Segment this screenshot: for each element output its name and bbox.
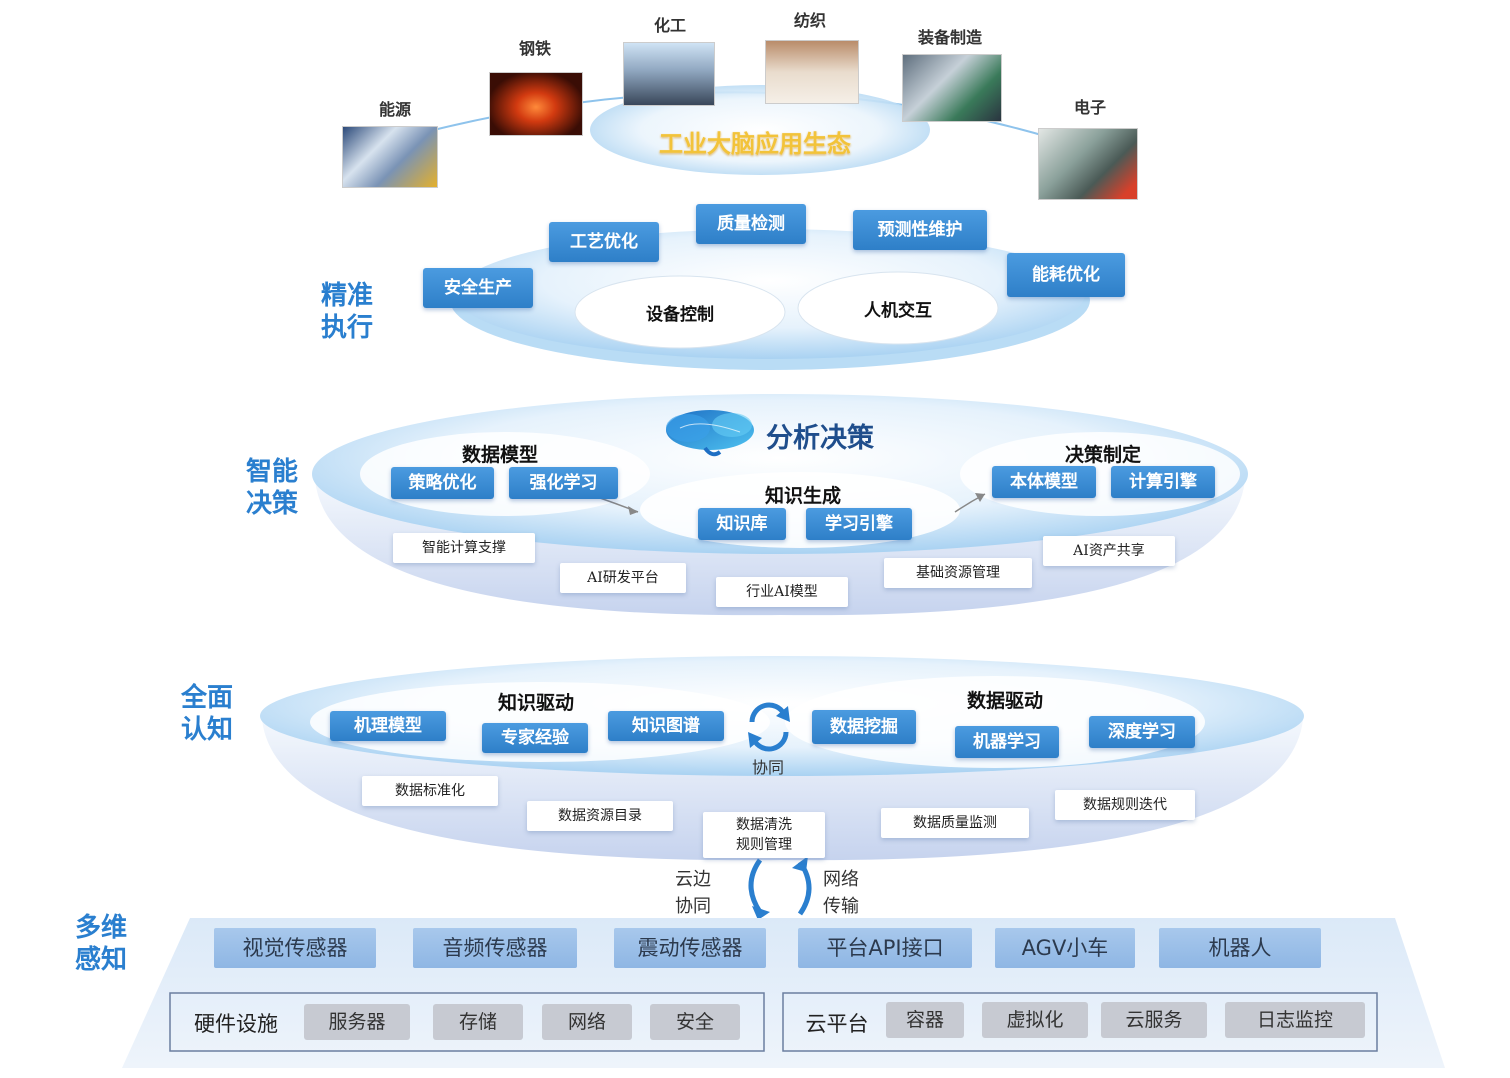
cloud-service: 云服务 xyxy=(1101,1002,1207,1038)
cognition-layer-title: 全面 认知 xyxy=(180,683,233,745)
base-data-rule-iteration: 数据规则迭代 xyxy=(1055,790,1195,820)
base-data-quality-monitoring: 数据质量监测 xyxy=(881,808,1029,838)
data-driven-title: 数据驱动 xyxy=(966,690,1043,712)
base-data-standardization: 数据标准化 xyxy=(362,776,498,806)
base-ai-dev-platform: AI研发平台 xyxy=(560,563,686,593)
perception-layer-title: 多维 感知 xyxy=(74,913,127,975)
ecosystem-title: 工业大脑应用生态 xyxy=(659,130,851,158)
chip-data-mining: 数据挖掘 xyxy=(812,710,916,744)
chip-mechanism-model: 机理模型 xyxy=(330,711,446,741)
sensor-agv: AGV小车 xyxy=(995,928,1135,968)
industry-photo-electronics xyxy=(1038,128,1138,200)
chip-learning-engine: 学习引擎 xyxy=(806,508,912,540)
decision-layer-title: 智能 决策 xyxy=(245,457,298,519)
industry-photo-chemical xyxy=(623,42,715,106)
chip-predictive-maintenance: 预测性维护 xyxy=(853,210,987,250)
cloud-log-monitoring: 日志监控 xyxy=(1225,1002,1365,1038)
base-resource-management: 基础资源管理 xyxy=(884,558,1032,588)
industry-label-chemical: 化工 xyxy=(653,16,686,35)
analysis-decision-title: 分析决策 xyxy=(766,423,874,454)
chip-compute-engine: 计算引擎 xyxy=(1111,466,1215,498)
knowledge-gen-title: 知识生成 xyxy=(764,485,841,507)
chip-ontology-model: 本体模型 xyxy=(992,466,1096,498)
label-human-machine: 人机交互 xyxy=(864,301,932,321)
hardware-title: 硬件设施 xyxy=(194,1012,278,1036)
base-intelligent-compute: 智能计算支撑 xyxy=(393,533,535,563)
cloud-container: 容器 xyxy=(886,1002,964,1038)
chip-process-optimization: 工艺优化 xyxy=(549,222,659,262)
chip-reinforcement-learning: 强化学习 xyxy=(509,467,618,499)
sync-cycle-icon xyxy=(748,702,790,752)
sensor-robot: 机器人 xyxy=(1159,928,1321,968)
chip-knowledge-graph: 知识图谱 xyxy=(608,711,724,741)
hardware-network: 网络 xyxy=(542,1004,632,1040)
cognition-oval-left xyxy=(310,682,770,762)
decision-arrowhead-left xyxy=(628,506,638,515)
industry-photo-textile xyxy=(765,40,859,104)
industry-label-steel: 钢铁 xyxy=(518,39,551,58)
transfer-arrows-icon xyxy=(748,856,812,920)
ecosystem-glow xyxy=(590,85,930,175)
chip-machine-learning: 机器学习 xyxy=(955,726,1059,758)
industry-label-energy: 能源 xyxy=(378,100,411,119)
base-industry-ai-model: 行业AI模型 xyxy=(716,577,848,607)
label-equipment-control: 设备控制 xyxy=(646,305,714,325)
chip-energy-optimization: 能耗优化 xyxy=(1007,253,1125,297)
hardware-security: 安全 xyxy=(650,1004,740,1040)
network-transfer-label: 网络 传输 xyxy=(823,869,859,917)
industry-photo-energy xyxy=(342,126,438,188)
cloud-virtualization: 虚拟化 xyxy=(982,1002,1088,1038)
chip-safety-production: 安全生产 xyxy=(423,268,533,308)
execution-inner-oval-2 xyxy=(797,271,999,345)
base-data-cleaning: 数据清洗 规则管理 xyxy=(703,812,825,858)
cloud-title: 云平台 xyxy=(805,1012,869,1036)
industry-label-electronics: 电子 xyxy=(1073,98,1106,117)
industry-photo-steel xyxy=(489,72,583,136)
base-data-resource-catalog: 数据资源目录 xyxy=(527,801,673,831)
sensor-visual: 视觉传感器 xyxy=(214,928,376,968)
decision-arrowhead-right xyxy=(975,493,985,502)
sensor-vibration: 震动传感器 xyxy=(614,928,766,968)
base-ai-asset-sharing: AI资产共享 xyxy=(1043,536,1175,566)
decision-making-title: 决策制定 xyxy=(1064,444,1141,466)
industry-label-equipment: 装备制造 xyxy=(917,28,982,47)
data-model-title: 数据模型 xyxy=(461,444,538,466)
sensor-platform-api: 平台API接口 xyxy=(798,928,972,968)
cloud-frame xyxy=(782,992,1378,1052)
knowledge-driven-title: 知识驱动 xyxy=(497,692,574,714)
hardware-storage: 存储 xyxy=(433,1004,523,1040)
sensor-audio: 音频传感器 xyxy=(413,928,577,968)
hardware-frame xyxy=(169,992,765,1052)
brain-icon xyxy=(666,410,754,457)
execution-layer-title: 精准 执行 xyxy=(320,281,373,343)
sync-label: 协同 xyxy=(751,758,784,777)
chip-expert-experience: 专家经验 xyxy=(482,723,588,753)
chip-quality-inspection: 质量检测 xyxy=(696,204,806,244)
execution-inner-oval-1 xyxy=(574,275,786,349)
chip-deep-learning: 深度学习 xyxy=(1089,716,1195,748)
industry-photo-equipment xyxy=(902,54,1002,122)
chip-knowledge-base: 知识库 xyxy=(698,508,786,540)
industry-label-textile: 纺织 xyxy=(793,11,826,30)
cloud-edge-sync-label: 云边 协同 xyxy=(675,869,711,917)
hardware-server: 服务器 xyxy=(304,1004,410,1040)
chip-strategy-optimization: 策略优化 xyxy=(391,467,494,499)
